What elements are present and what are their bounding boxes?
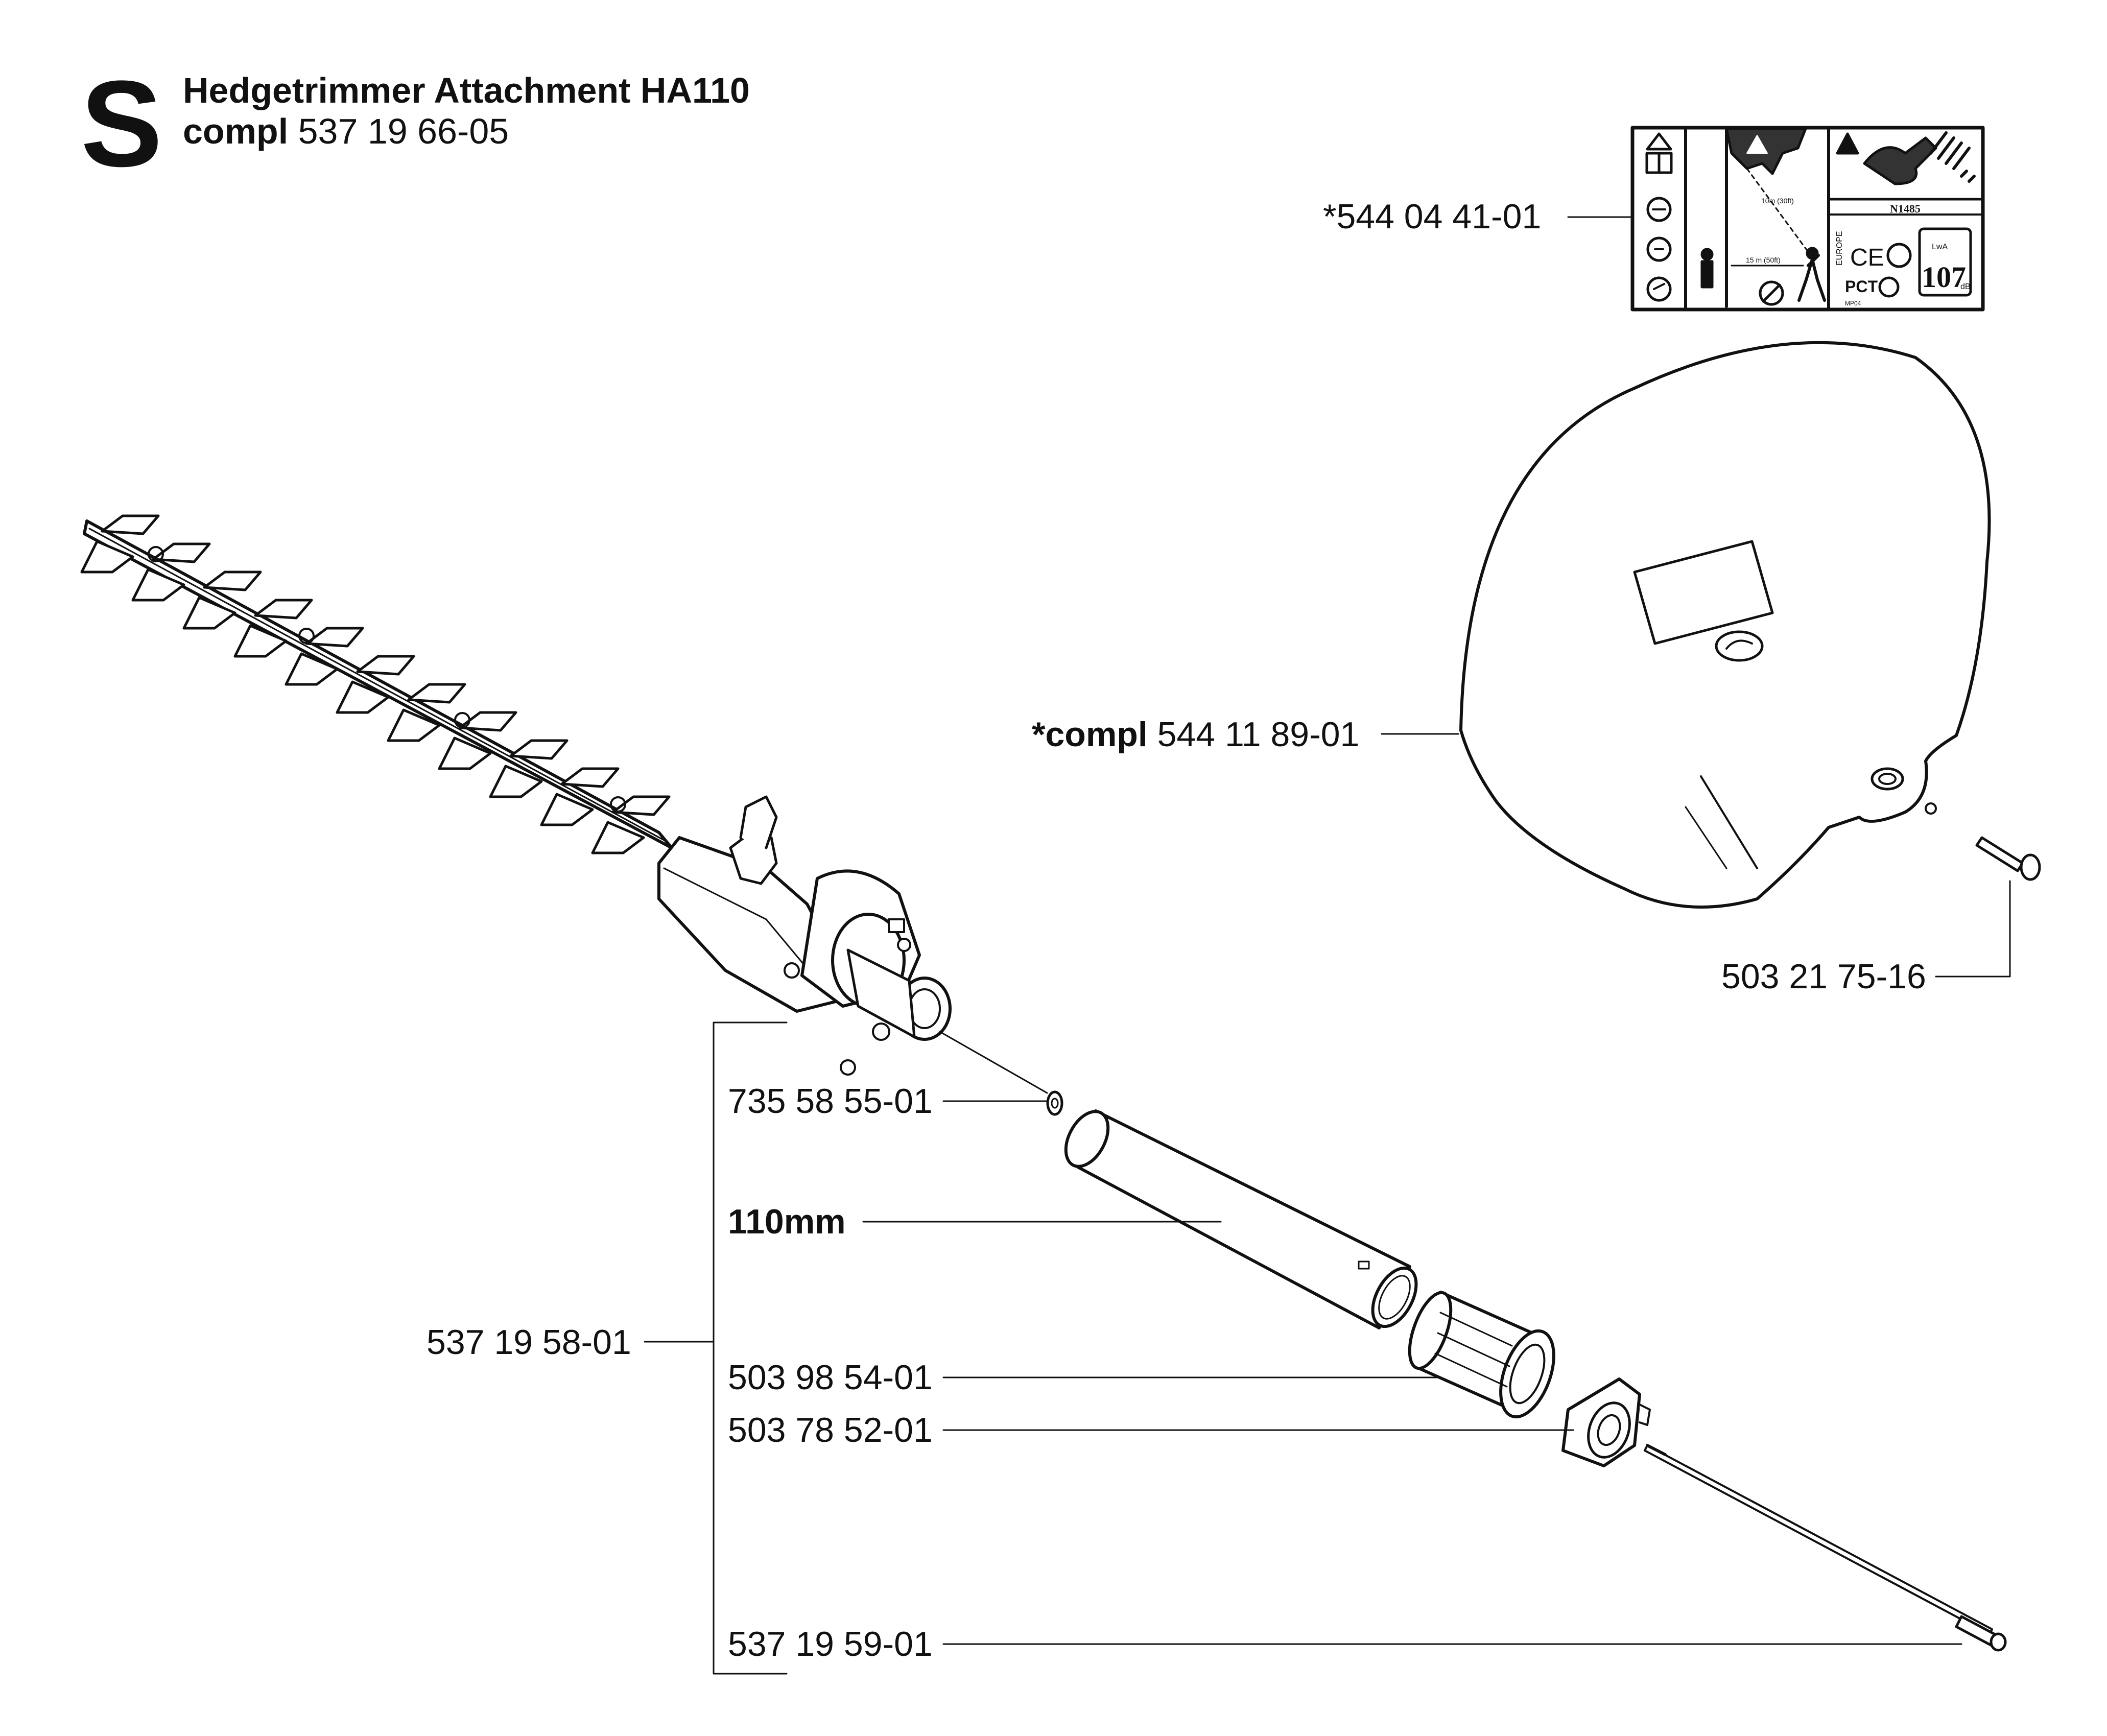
callout-washer: 735 58 55-01	[728, 1082, 933, 1121]
callout-guard: *compl 544 11 89-01	[1032, 717, 1359, 752]
washer	[1046, 1090, 1063, 1116]
subtitle-compl: compl	[183, 111, 289, 151]
screw	[1925, 802, 2041, 881]
bushing	[1408, 1291, 1555, 1419]
decal-standard: N1485	[1890, 202, 1921, 215]
drive-shaft	[1644, 1444, 2007, 1652]
leader-lines	[644, 216, 2011, 1675]
blade-guard	[1459, 341, 1991, 909]
decal-certification: PCT	[1845, 277, 1878, 296]
callout-guard-prefix: *compl	[1032, 715, 1148, 754]
decal-ce-mark: CE	[1850, 244, 1884, 271]
gearbox	[657, 795, 952, 1076]
decal-noise-level: 107	[1922, 260, 1966, 294]
callout-drive-shaft: 537 19 59-01	[728, 1625, 933, 1663]
callout-tube-length: 110mm	[728, 1202, 846, 1241]
callout-decal: *544 04 41-01	[1323, 197, 1542, 236]
callout-sleeve: 503 78 52-01	[728, 1411, 933, 1449]
decal-distance-top: 10m (30ft)	[1761, 197, 1794, 205]
callout-guard-number: 544 11 89-01	[1157, 715, 1360, 754]
decal-distance-bottom: 15 m (50ft)	[1746, 256, 1781, 264]
decal-region: EUROPE	[1835, 231, 1844, 266]
callout-bushing: 503 98 54-01	[728, 1358, 933, 1397]
sleeve	[1561, 1377, 1651, 1467]
callout-shaft-assembly: 537 19 58-01	[427, 1323, 631, 1362]
cutter-bar	[80, 514, 673, 854]
page-subtitle: compl 537 19 66-05	[183, 113, 509, 149]
decal-noise-unit: dB	[1960, 282, 1971, 291]
subtitle-part-number: 537 19 66-05	[298, 111, 509, 151]
warning-decal: 10m (30ft) 15 m (50ft) N1485 EUROPE CE L…	[1630, 126, 1985, 312]
decal-lwa: LwA	[1932, 243, 1948, 251]
shaft-tube	[1064, 1109, 1418, 1329]
section-letter: S	[81, 55, 163, 192]
decal-code: MP04	[1845, 300, 1861, 307]
page-title: Hedgetrimmer Attachment HA110	[183, 70, 750, 110]
callout-screw: 503 21 75-16	[1721, 957, 1926, 996]
